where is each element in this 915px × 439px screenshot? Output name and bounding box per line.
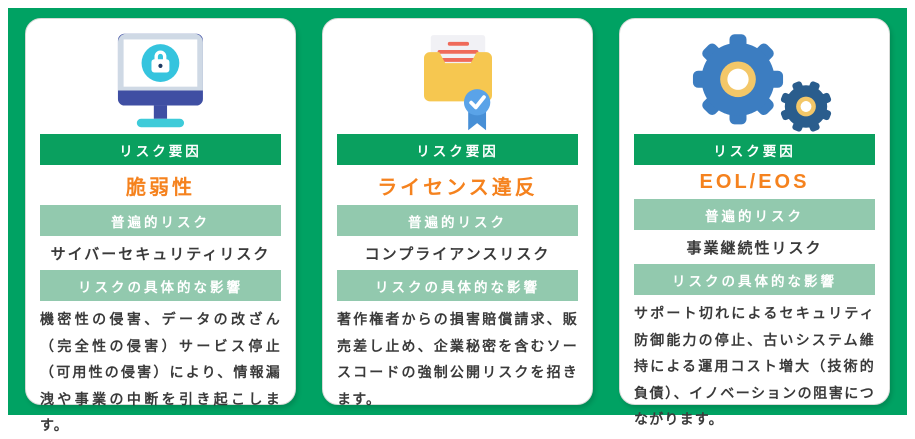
risk-card-eol-eos: リスク要因 EOL/EOS 普遍的リスク 事業継続性リスク リスクの具体的な影響… [619, 18, 890, 427]
risk-factor-band: リスク要因 [634, 134, 875, 165]
risk-card-vulnerability: リスク要因 脆弱性 普遍的リスク サイバーセキュリティリスク リスクの具体的な影… [25, 18, 296, 433]
impact-description: 機密性の侵害、データの改ざん（完全性の侵害）サービス停止（可用性の侵害）により、… [40, 311, 281, 434]
license-certificate-icon [337, 27, 578, 134]
impact-band: リスクの具体的な影響 [337, 270, 578, 301]
infographic-background: リスク要因 脆弱性 普遍的リスク サイバーセキュリティリスク リスクの具体的な影… [8, 8, 907, 433]
risk-type-text: コンプライアンスリスク [364, 246, 551, 263]
impact-description: 著作権者からの損害賠償請求、販売差し止め、企業秘密を含むソースコードの強制公開リ… [337, 311, 578, 407]
impact-band: リスクの具体的な影響 [634, 264, 875, 295]
impact-description: サポート切れによるセキュリティ防御能力の停止、古いシステム維持による運用コスト増… [634, 305, 875, 428]
risk-type-text: サイバーセキュリティリスク [50, 246, 271, 263]
risk-type-text: 事業継続性リスク [686, 240, 823, 257]
risk-card-license-violation: リスク要因 ライセンス違反 普遍的リスク コンプライアンスリスク リスクの具体的… [322, 18, 593, 407]
risk-factor-band: リスク要因 [40, 134, 281, 165]
card-title: EOL/EOS [699, 171, 810, 193]
impact-band: リスクの具体的な影響 [40, 270, 281, 301]
universal-risk-band: 普遍的リスク [40, 205, 281, 236]
gears-icon [634, 27, 875, 134]
universal-risk-band: 普遍的リスク [634, 199, 875, 230]
universal-risk-band: 普遍的リスク [337, 205, 578, 236]
card-title: 脆弱性 [126, 177, 195, 199]
risk-factor-band: リスク要因 [337, 134, 578, 165]
card-title: ライセンス違反 [377, 177, 538, 199]
monitor-security-lock-icon [40, 27, 281, 134]
